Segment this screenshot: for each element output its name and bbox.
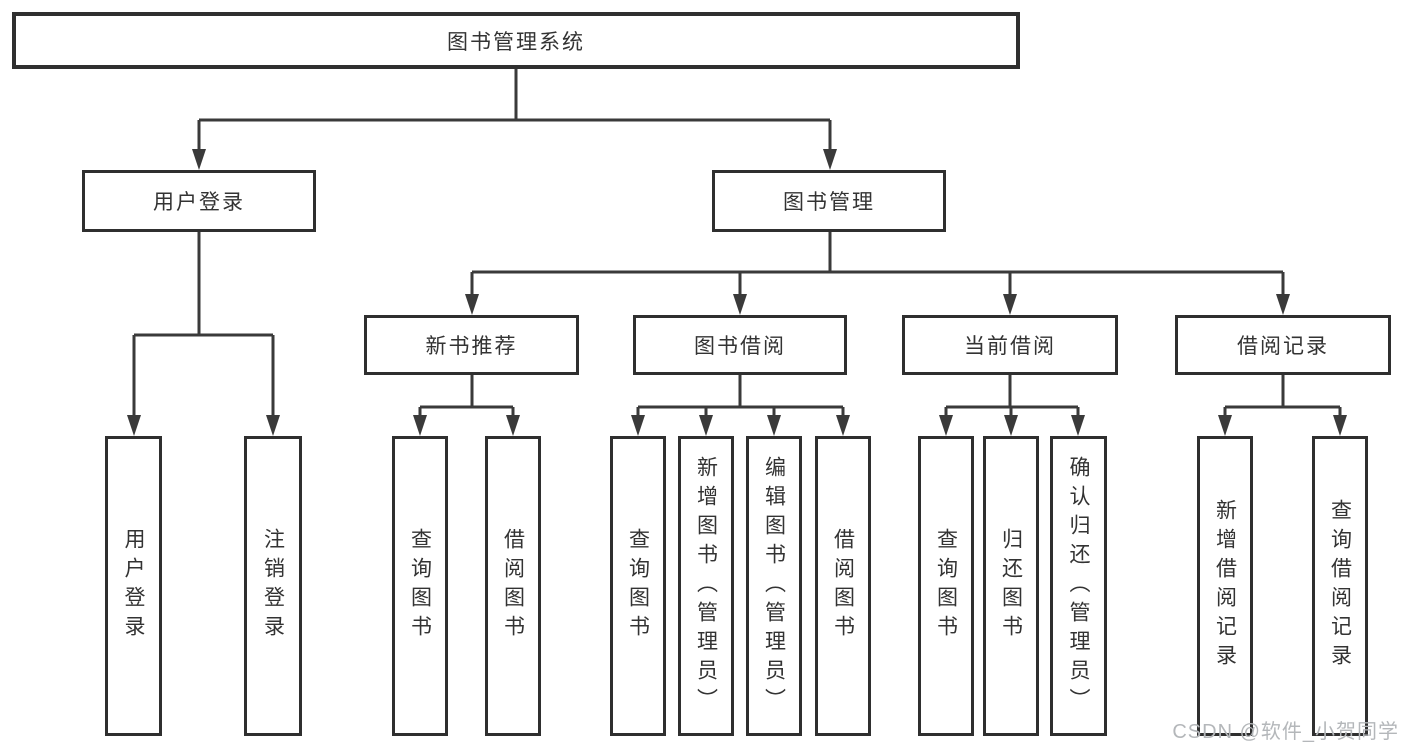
leaf-return-book-label: 归还图书 [999, 528, 1023, 644]
node-book-borrow-label: 图书借阅 [694, 335, 786, 358]
node-book-management: 图书管理 [712, 170, 946, 232]
leaf-add-book-admin-label: 新增图书（管理员） [694, 455, 718, 717]
leaf-query-borrow-record: 查询借阅记录 [1312, 436, 1368, 736]
leaf-query-book-3-label: 查询图书 [934, 528, 958, 644]
node-current-borrow-label: 当前借阅 [964, 335, 1056, 358]
leaf-borrow-book-1: 借阅图书 [485, 436, 541, 736]
leaf-query-book-1: 查询图书 [392, 436, 448, 736]
leaf-user-login: 用户登录 [105, 436, 162, 736]
leaf-query-book-1-label: 查询图书 [408, 528, 432, 644]
leaf-query-book-2-label: 查询图书 [626, 528, 650, 644]
leaf-edit-book-admin: 编辑图书（管理员） [746, 436, 802, 736]
node-new-book-recommend: 新书推荐 [364, 315, 579, 375]
leaf-confirm-return-admin: 确认归还（管理员） [1050, 436, 1107, 736]
leaf-query-borrow-record-label: 查询借阅记录 [1328, 499, 1352, 673]
node-user-login: 用户登录 [82, 170, 316, 232]
leaf-add-borrow-record: 新增借阅记录 [1197, 436, 1253, 736]
leaf-add-book-admin: 新增图书（管理员） [678, 436, 734, 736]
leaf-logout-label: 注销登录 [261, 528, 285, 644]
leaf-borrow-book-2: 借阅图书 [815, 436, 871, 736]
leaf-confirm-return-admin-label: 确认归还（管理员） [1067, 455, 1090, 717]
node-user-login-label: 用户登录 [153, 191, 245, 214]
leaf-borrow-book-2-label: 借阅图书 [831, 528, 855, 644]
leaf-add-borrow-record-label: 新增借阅记录 [1213, 499, 1237, 673]
node-current-borrow: 当前借阅 [902, 315, 1118, 375]
leaf-query-book-3: 查询图书 [918, 436, 974, 736]
leaf-return-book: 归还图书 [983, 436, 1039, 736]
node-new-book-recommend-label: 新书推荐 [425, 335, 518, 358]
leaf-borrow-book-1-label: 借阅图书 [501, 528, 525, 644]
leaf-edit-book-admin-label: 编辑图书（管理员） [762, 455, 786, 717]
node-library-system: 图书管理系统 [12, 12, 1020, 69]
node-book-management-label: 图书管理 [783, 191, 875, 214]
leaf-logout: 注销登录 [244, 436, 302, 736]
node-borrow-record: 借阅记录 [1175, 315, 1391, 375]
leaf-user-login-label: 用户登录 [122, 528, 145, 644]
node-library-system-label: 图书管理系统 [447, 30, 585, 54]
watermark: CSDN @软件_小贺同学 [1172, 721, 1399, 743]
node-borrow-record-label: 借阅记录 [1237, 335, 1329, 358]
node-book-borrow: 图书借阅 [633, 315, 847, 375]
leaf-query-book-2: 查询图书 [610, 436, 666, 736]
